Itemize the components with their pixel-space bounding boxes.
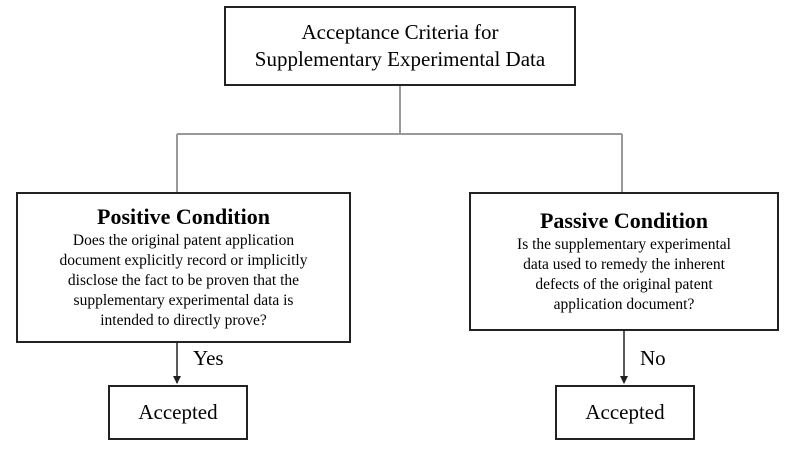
positive-condition-node: Positive Condition Does the original pat… [16, 192, 351, 343]
positive-condition-line-1: Does the original patent application [72, 231, 295, 249]
accepted-label-left: Accepted [138, 400, 218, 424]
passive-condition-node: Passive Condition Is the supplementary e… [469, 192, 779, 331]
passive-condition-title: Passive Condition [539, 207, 709, 233]
passive-condition-line-1: Is the supplementary experimental [517, 235, 731, 253]
positive-condition-title: Positive Condition [97, 203, 270, 229]
positive-condition-line-5: intended to directly prove? [100, 311, 267, 329]
yes-edge-label: Yes [193, 346, 224, 370]
accepted-label-right: Accepted [585, 400, 665, 424]
root-title-line-2: Supplementary Experimental Data [254, 47, 546, 71]
passive-condition-line-2: data used to remedy the inherent [523, 255, 725, 273]
accepted-node-right: Accepted [555, 385, 695, 440]
no-edge-label: No [640, 346, 666, 370]
positive-condition-line-2: document explicitly record or implicitly [59, 251, 308, 269]
root-node: Acceptance Criteria for Supplementary Ex… [224, 6, 576, 86]
passive-condition-line-3: defects of the original patent [535, 275, 713, 293]
positive-condition-line-3: disclose the fact to be proven that the [67, 271, 300, 289]
passive-condition-line-4: application document? [553, 295, 695, 313]
accepted-node-left: Accepted [108, 385, 248, 440]
root-title-line-1: Acceptance Criteria for [301, 20, 499, 44]
positive-condition-line-4: supplementary experimental data is [73, 291, 294, 309]
